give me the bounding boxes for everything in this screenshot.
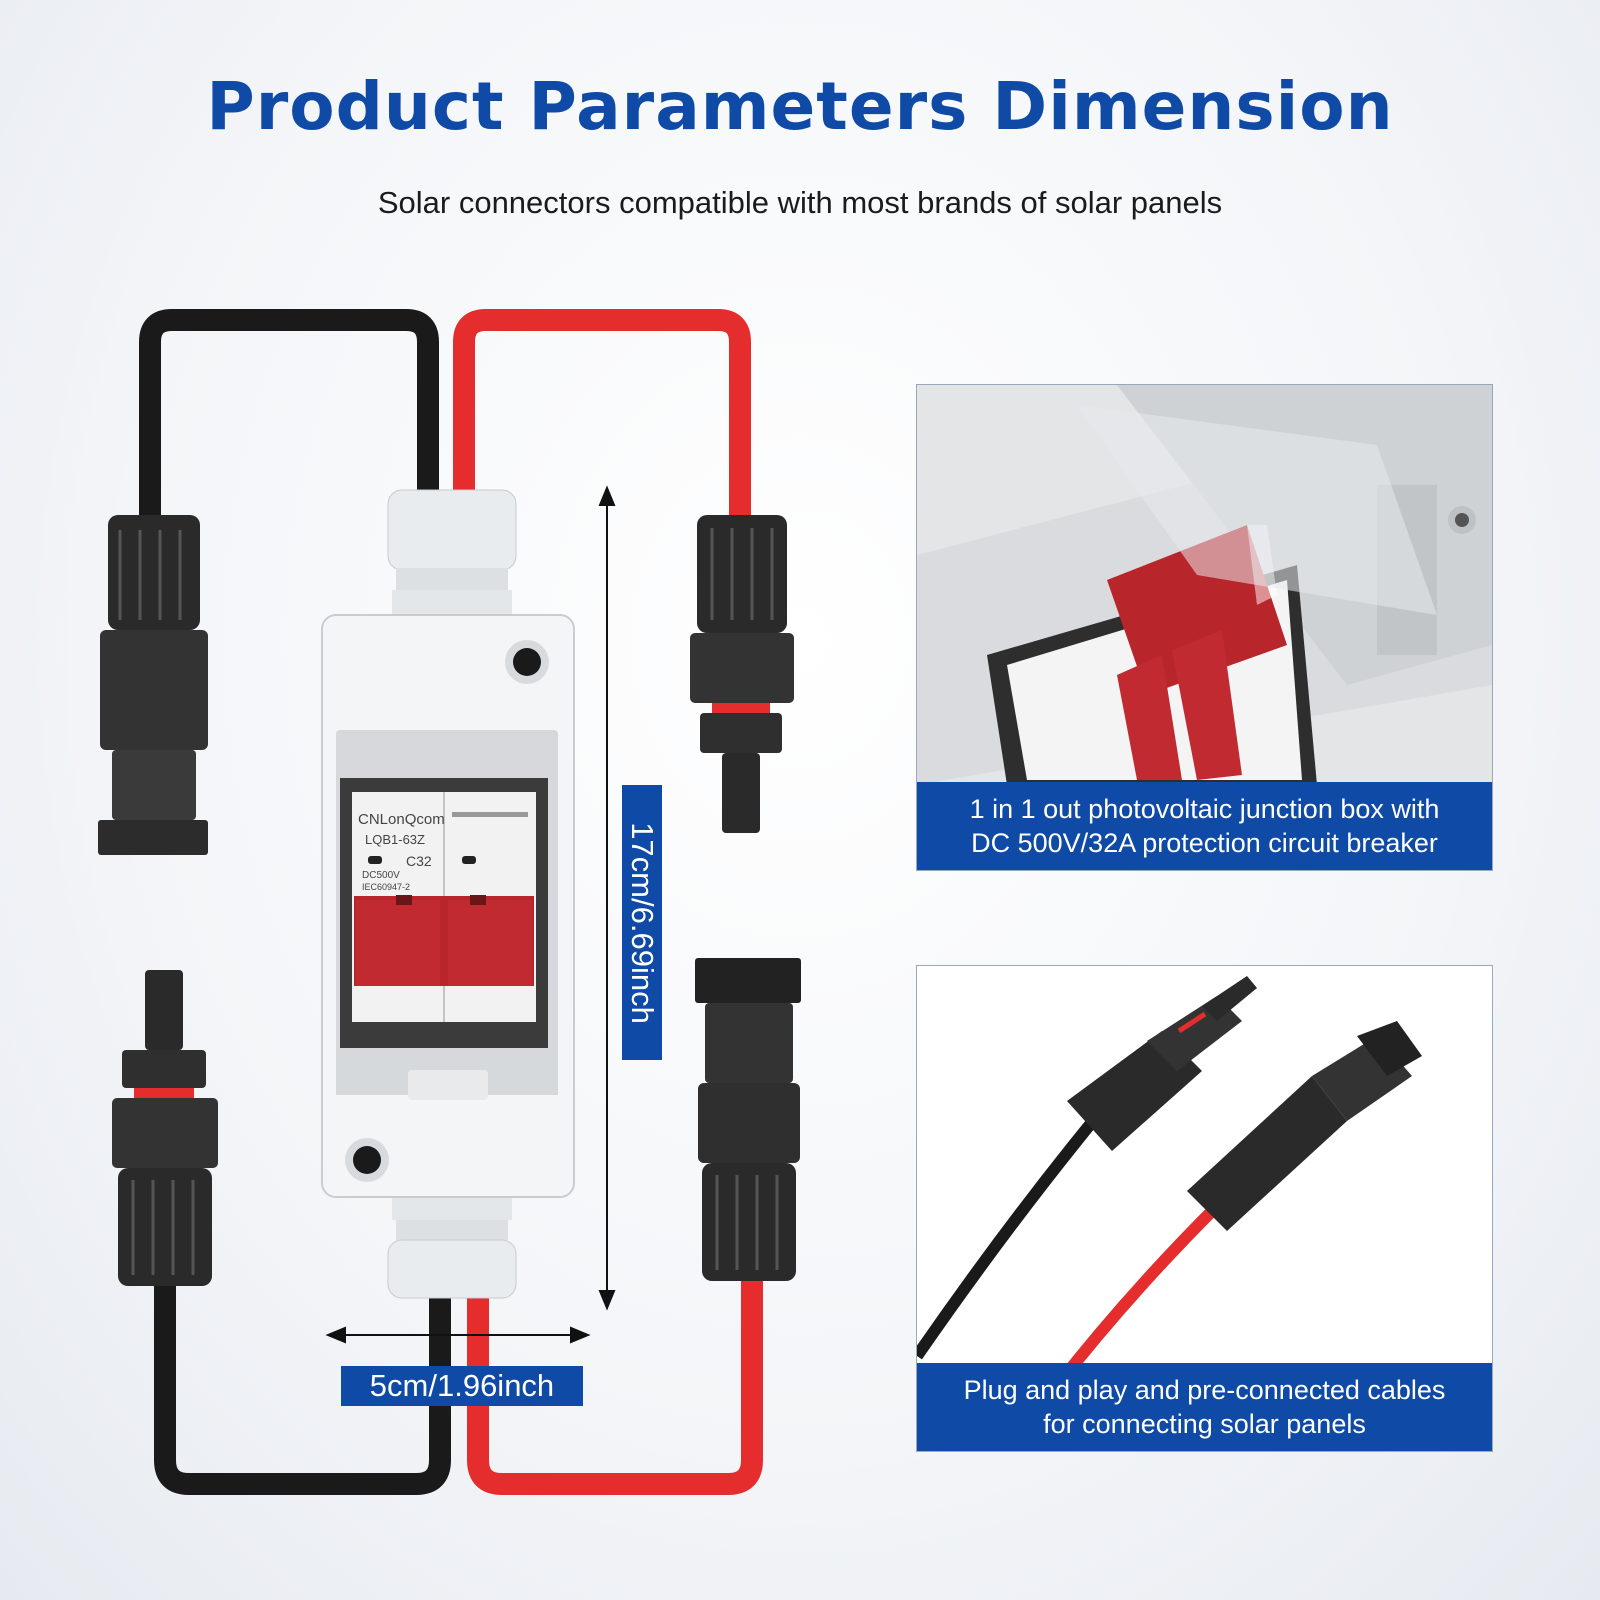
breaker-standard-text: IEC60947-2 xyxy=(362,882,410,892)
breaker-caption-line2: DC 500V/32A protection circuit breaker xyxy=(971,828,1438,858)
page-title: Product Parameters Dimension xyxy=(206,68,1394,145)
height-dimension-text: 17cm/6.69inch xyxy=(625,821,660,1024)
breaker-model-text: LQB1-63Z xyxy=(365,832,425,847)
connector-left-bottom-icon xyxy=(112,970,218,1286)
connector-right-bottom-icon xyxy=(695,958,801,1281)
connector-left-top-icon xyxy=(98,515,208,855)
breaker-closeup-panel: 1 in 1 out photovoltaic junction box wit… xyxy=(916,384,1493,871)
red-cable-top xyxy=(453,309,751,520)
breaker-closeup-caption: 1 in 1 out photovoltaic junction box wit… xyxy=(917,782,1492,870)
connectors-caption-line1: Plug and play and pre-connected cables xyxy=(963,1375,1446,1405)
junction-box-icon xyxy=(321,614,575,1198)
breaker-caption-line1: 1 in 1 out photovoltaic junction box wit… xyxy=(969,794,1440,824)
connectors-closeup-panel: Plug and play and pre-connected cables f… xyxy=(916,965,1493,1452)
connectors-closeup-caption: Plug and play and pre-connected cables f… xyxy=(917,1363,1492,1451)
page-subtitle: Solar connectors compatible with most br… xyxy=(377,185,1223,220)
height-dimension-label: 17cm/6.69inch xyxy=(622,785,662,1060)
width-dimension-label: 5cm/1.96inch xyxy=(341,1366,583,1406)
product-illustration: CNLonQcom LQB1-63Z C32 DC500V IEC60947-2 xyxy=(98,309,801,1495)
width-dimension-arrow xyxy=(325,1326,591,1344)
cable-gland-top-icon xyxy=(387,489,517,615)
breaker-voltage-text: DC500V xyxy=(362,870,400,881)
red-cable-bottom xyxy=(467,1275,763,1495)
female-connector-icon xyxy=(1187,1021,1422,1231)
male-connector-icon xyxy=(1067,976,1257,1151)
breaker-rating-text: C32 xyxy=(406,853,432,869)
height-dimension-arrow xyxy=(598,485,616,1311)
connectors-caption-line2: for connecting solar panels xyxy=(1043,1409,1366,1439)
black-cable-bottom xyxy=(154,1275,451,1495)
connector-right-top-icon xyxy=(690,515,794,833)
cable-gland-bottom-icon xyxy=(387,1195,517,1299)
breaker-brand-text: CNLonQcom xyxy=(358,811,445,828)
black-cable-top xyxy=(139,309,439,530)
